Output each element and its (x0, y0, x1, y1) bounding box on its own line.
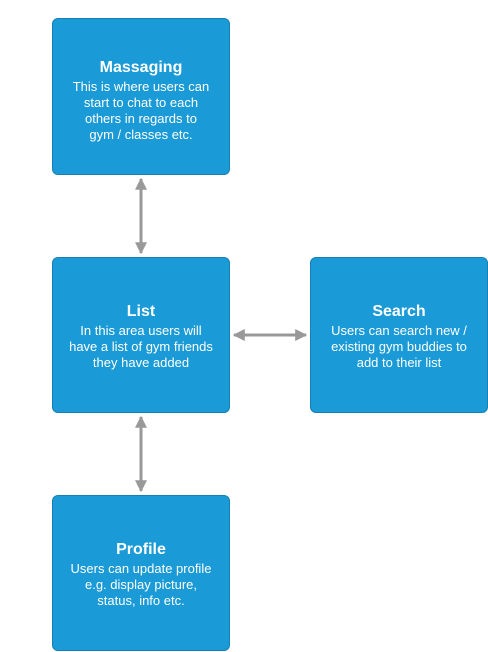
node-description: Users can update profile e.g. display pi… (61, 561, 221, 609)
node-description-line: add to their list (356, 355, 442, 370)
node-description-line: In this area users will (80, 323, 202, 338)
node-profile: Profile Users can update profile e.g. di… (52, 495, 230, 651)
node-title: Search (372, 303, 426, 320)
node-description-line: start to chat to each (83, 95, 199, 110)
node-description-line: have a list of gym friends (69, 339, 213, 354)
node-title: Massaging (99, 59, 183, 76)
node-title: Profile (116, 541, 166, 558)
node-description-line: others in regards to (84, 111, 197, 126)
node-list: List In this area users will have a list… (52, 257, 230, 413)
node-description-line: status, info etc. (97, 593, 185, 608)
node-description: Users can search new / existing gym budd… (319, 323, 479, 371)
node-massaging: Massaging This is where users can start … (52, 18, 230, 175)
node-description-line: gym / classes etc. (89, 127, 193, 142)
node-description-line: they have added (92, 355, 190, 370)
node-description: This is where users can start to chat to… (61, 79, 221, 143)
node-description-line: Users can update profile (70, 561, 212, 576)
node-description: In this area users will have a list of g… (61, 323, 221, 371)
node-description-line: e.g. display picture, (84, 577, 197, 592)
node-description-line: existing gym buddies to (331, 339, 467, 354)
node-title: List (126, 303, 156, 320)
node-description-line: Users can search new / (331, 323, 467, 338)
node-description-line: This is where users can (72, 79, 210, 94)
node-search: Search Users can search new / existing g… (310, 257, 488, 413)
